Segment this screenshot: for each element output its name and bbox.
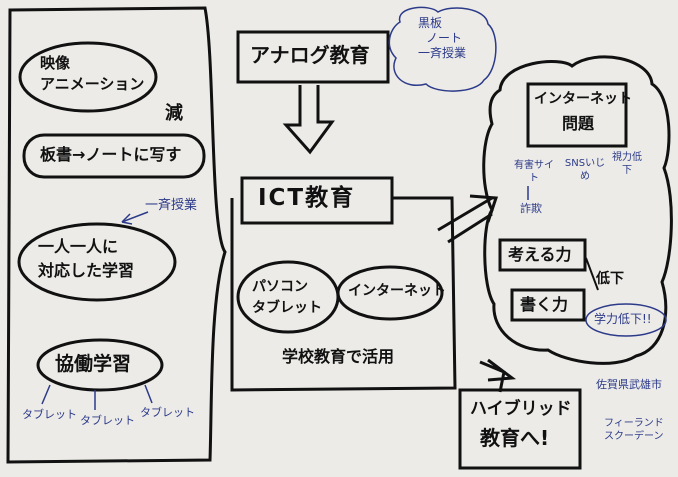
cloud-analog-notes bbox=[388, 6, 497, 92]
oval-internet bbox=[336, 265, 444, 321]
label-signature-school: 佐賀県武雄市 bbox=[596, 378, 662, 391]
oval-individual bbox=[17, 222, 177, 302]
box-hybrid bbox=[458, 388, 582, 470]
label-side-note: 一斉授業 bbox=[145, 198, 198, 213]
label-analog: アナログ教育 bbox=[250, 43, 370, 67]
label-fraud: 詐欺 bbox=[520, 202, 542, 215]
label-tablet-3: タブレット bbox=[140, 406, 195, 419]
oval-collab bbox=[36, 338, 164, 392]
box-internet-problem bbox=[526, 82, 628, 148]
label-individual: 一人一人に 対応した学習 bbox=[38, 237, 135, 280]
box-thinking bbox=[498, 238, 587, 272]
arrow-hybrid bbox=[479, 358, 517, 393]
label-harmful-site: 有害サイト bbox=[514, 160, 554, 184]
arrow-tablet-3 bbox=[144, 384, 153, 404]
cloud-problems bbox=[482, 55, 673, 365]
arrow-side-note bbox=[121, 211, 149, 223]
box-ict-container bbox=[230, 196, 457, 392]
label-hybrid: ハイブリッド 教育へ! bbox=[470, 399, 572, 450]
label-board-notebook: 板書→ノートに写す bbox=[40, 145, 182, 164]
left-panel-border bbox=[6, 6, 227, 464]
label-pc-tablet: パソコン タブレット bbox=[252, 279, 322, 317]
label-reduce: 減 bbox=[165, 103, 183, 124]
label-video: 映像 アニメーション bbox=[40, 54, 145, 93]
label-decline: 低下 bbox=[596, 271, 624, 287]
label-eyesight: 視力低下 bbox=[612, 152, 642, 176]
oval-video bbox=[18, 41, 158, 113]
box-ict bbox=[240, 176, 394, 225]
label-writing: 書く力 bbox=[520, 295, 569, 314]
label-analog-cloud: 黒板 ノート 一斉授業 bbox=[418, 16, 467, 60]
label-internet-problem: インターネット 問題 bbox=[534, 91, 632, 134]
label-ict: ICT教育 bbox=[258, 185, 356, 211]
label-collab: 協働学習 bbox=[55, 353, 132, 375]
box-writing bbox=[510, 288, 586, 322]
label-thinking: 考える力 bbox=[508, 245, 572, 264]
label-internet: インターネット bbox=[348, 283, 446, 299]
label-tablet-1: タブレット bbox=[22, 408, 77, 421]
box-analog bbox=[236, 30, 390, 84]
box-board-notebook bbox=[22, 133, 206, 179]
label-sns-bullying: SNSいじめ bbox=[564, 158, 606, 182]
label-school-usage: 学校教育で活用 bbox=[282, 347, 395, 366]
label-tablet-2: タブレット bbox=[80, 414, 135, 427]
label-scholastic-decline: 学力低下!! bbox=[594, 312, 652, 326]
label-signature-name: フィーランド スクーデーン bbox=[604, 418, 664, 442]
arrow-down bbox=[282, 85, 335, 155]
oval-scholastic bbox=[585, 303, 667, 337]
arrow-tablet-1 bbox=[41, 384, 51, 405]
